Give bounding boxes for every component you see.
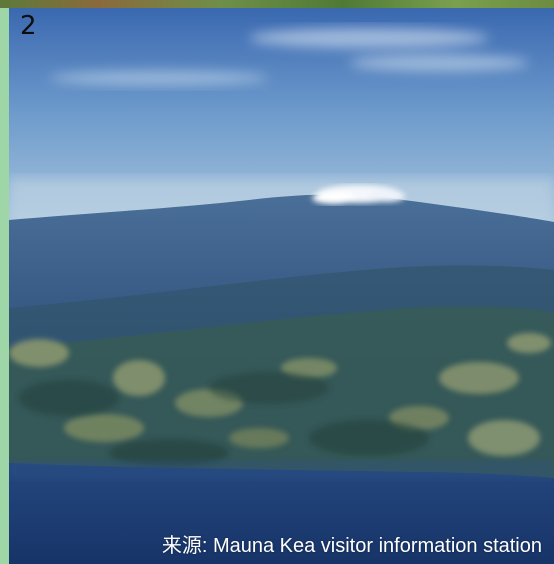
pasture-patches [9, 333, 551, 456]
summit-clouds [312, 185, 405, 204]
top-image-strip [0, 0, 554, 8]
forest-texture [19, 372, 429, 467]
panel-number: 2 [20, 11, 37, 41]
image-caption: 来源: Mauna Kea visitor information statio… [161, 535, 542, 557]
clouds [49, 28, 529, 85]
mountain-photo-svg [9, 8, 554, 564]
sea [9, 463, 554, 564]
mountain-photo [9, 8, 554, 564]
shoreline-haze [9, 460, 554, 480]
